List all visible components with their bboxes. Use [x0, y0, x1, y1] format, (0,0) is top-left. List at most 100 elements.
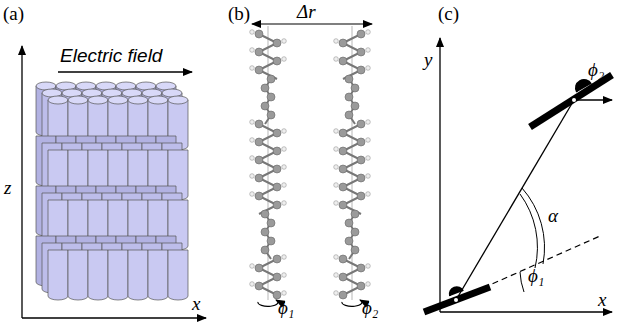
- hydrogen-atom: [250, 30, 255, 35]
- carbon-atom: [255, 174, 263, 182]
- axis-line: [268, 26, 269, 300]
- hydrogen-atom: [366, 264, 371, 269]
- carbon-atom: [339, 291, 347, 299]
- hydrogen-atom: [282, 57, 287, 62]
- hydrogen-atom: [334, 129, 339, 134]
- dimension-label: Δr: [297, 2, 316, 21]
- carbon-atom: [357, 192, 365, 200]
- hydrogen-atom: [334, 201, 339, 206]
- carbon-atom: [255, 66, 263, 74]
- field-arrow: [58, 71, 192, 73]
- field-label: Electric field: [60, 46, 162, 65]
- carbon-atom: [339, 183, 347, 191]
- hydrogen-atom: [334, 183, 339, 188]
- carbon-atom: [261, 102, 269, 110]
- carbon-atom: [357, 30, 365, 38]
- carbon-atom: [261, 246, 269, 254]
- axis-label: z: [4, 178, 11, 197]
- carbon-atom: [339, 39, 347, 47]
- carbon-atom: [345, 219, 353, 227]
- hydrogen-atom: [334, 255, 339, 260]
- z-axis: [21, 46, 22, 318]
- hydrogen-atom: [250, 282, 255, 287]
- carbon-atom: [351, 102, 359, 110]
- hydrogen-atom: [334, 273, 339, 278]
- hydrogen-atom: [282, 129, 287, 134]
- carbon-atom: [255, 264, 263, 272]
- carbon-atom: [339, 147, 347, 155]
- carbon-atom: [255, 192, 263, 200]
- hydrogen-atom: [366, 282, 371, 287]
- cylinder-top: [88, 96, 108, 104]
- angle-arc: [520, 272, 524, 292]
- hydrogen-atom: [250, 120, 255, 125]
- cylinder-array: [36, 82, 188, 300]
- axis-label: x: [192, 294, 200, 313]
- carbon-atom: [351, 210, 359, 218]
- carbon-atom: [255, 30, 263, 38]
- angle-arc: [522, 188, 545, 264]
- molecules: [250, 30, 371, 299]
- carbon-atom: [357, 264, 365, 272]
- cylinder-top: [128, 96, 148, 104]
- hydrogen-atom: [282, 255, 287, 260]
- molecule-bar: [530, 75, 612, 127]
- carbon-atom: [267, 237, 275, 245]
- separation-line: [456, 100, 574, 300]
- carbon-atom: [273, 129, 281, 137]
- angle-label: ϕ₂: [588, 60, 604, 79]
- center-dot: [454, 298, 458, 302]
- carbon-atom: [345, 93, 353, 101]
- carbon-atom: [267, 111, 275, 119]
- cylinder-body: [48, 250, 68, 300]
- carbon-atom: [345, 111, 353, 119]
- rotation-arrow: [258, 300, 278, 306]
- hydrogen-atom: [250, 66, 255, 71]
- hydrogen-atom: [334, 147, 339, 152]
- carbon-atom: [255, 48, 263, 56]
- carbon-atom: [273, 273, 281, 281]
- hydrogen-atom: [282, 291, 287, 296]
- hydrogen-atom: [366, 156, 371, 161]
- cylinder-body: [128, 250, 148, 300]
- carbon-atom: [261, 228, 269, 236]
- y-axis: [439, 38, 440, 312]
- cylinder-top: [108, 96, 128, 104]
- x-axis: [440, 311, 612, 312]
- hydrogen-atom: [282, 147, 287, 152]
- carbon-atom: [351, 84, 359, 92]
- cylinder-top: [68, 96, 88, 104]
- cylinder-body: [68, 250, 88, 300]
- carbon-atom: [357, 156, 365, 164]
- hydrogen-atom: [282, 165, 287, 170]
- axis-label: y: [424, 50, 432, 69]
- hydrogen-atom: [282, 183, 287, 188]
- hydrogen-atom: [366, 48, 371, 53]
- carbon-atom: [273, 255, 281, 263]
- cylinder-body: [108, 250, 128, 300]
- carbon-atom: [339, 129, 347, 137]
- carbon-atom: [339, 201, 347, 209]
- hydrogen-atom: [250, 156, 255, 161]
- hydrogen-atom: [250, 192, 255, 197]
- carbon-atom: [273, 201, 281, 209]
- axis-line: [352, 26, 353, 300]
- carbon-atom: [273, 57, 281, 65]
- carbon-atom: [273, 183, 281, 191]
- cylinder-body: [88, 250, 108, 300]
- hydrogen-atom: [366, 174, 371, 179]
- cylinder-top: [168, 96, 188, 104]
- cylinder-body: [148, 250, 168, 300]
- hydrogen-atom: [334, 165, 339, 170]
- molecule-bump: [450, 287, 463, 296]
- carbon-atom: [357, 174, 365, 182]
- hydrogen-atom: [366, 138, 371, 143]
- hydrogen-atom: [250, 48, 255, 53]
- angle-label: α: [548, 206, 558, 225]
- carbon-atom: [267, 219, 275, 227]
- angle-arc: [520, 194, 537, 268]
- carbon-atom: [357, 66, 365, 74]
- hydrogen-atom: [250, 138, 255, 143]
- hydrogen-atom: [282, 201, 287, 206]
- molecule-bar: [424, 287, 490, 312]
